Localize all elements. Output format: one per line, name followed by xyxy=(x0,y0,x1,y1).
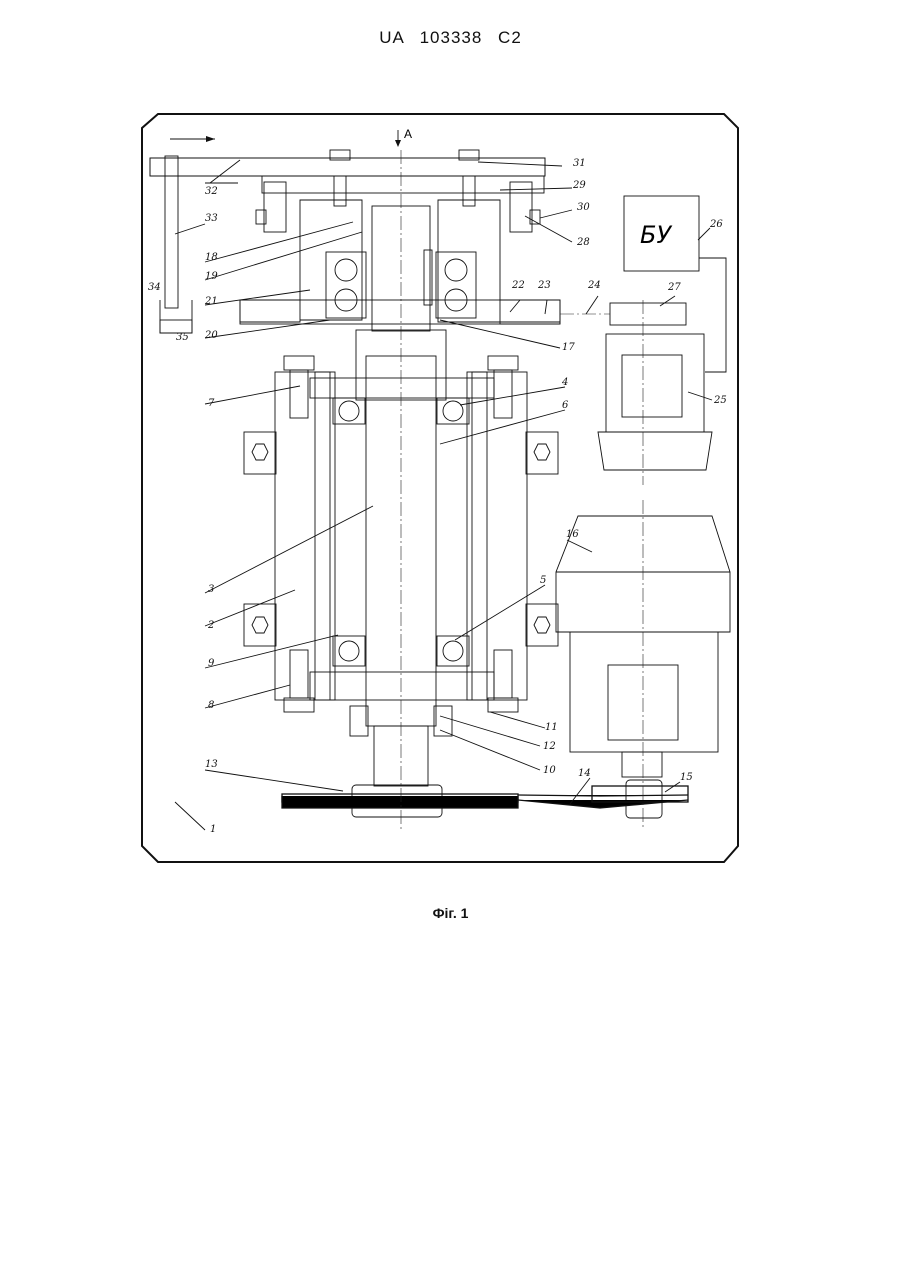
label-13: 13 xyxy=(205,759,218,770)
label-17: 17 xyxy=(562,342,575,353)
vertical-rod xyxy=(165,156,178,308)
belt-drive xyxy=(282,780,688,818)
label-29: 29 xyxy=(572,180,586,191)
label-20: 20 xyxy=(204,330,218,341)
label-10: 10 xyxy=(543,765,556,776)
label-4: 4 xyxy=(561,377,568,388)
label-24: 24 xyxy=(587,280,601,291)
label-11: 11 xyxy=(545,722,558,733)
beam-plate xyxy=(262,176,544,193)
label-30: 30 xyxy=(577,202,590,213)
label-21: 21 xyxy=(204,296,218,307)
label-5: 5 xyxy=(540,575,546,586)
motor-sprocket xyxy=(610,303,686,325)
top-cap xyxy=(310,378,494,398)
label-3: 3 xyxy=(208,584,214,595)
label-9: 9 xyxy=(208,658,215,669)
control-cable xyxy=(699,258,726,372)
figure-caption: Фіг. 1 xyxy=(0,905,901,921)
label-15: 15 xyxy=(680,772,693,783)
bottom-cap xyxy=(310,672,494,700)
seal xyxy=(350,706,368,736)
label-16: 16 xyxy=(566,529,579,540)
top-beam xyxy=(150,158,545,176)
label-28: 28 xyxy=(576,237,590,248)
label-6: 6 xyxy=(562,400,569,411)
sprocket-left xyxy=(500,300,560,324)
label-23: 23 xyxy=(537,280,551,291)
view-a-label: A xyxy=(404,127,412,141)
view-a-marker: A xyxy=(395,127,412,147)
label-2: 2 xyxy=(207,620,214,631)
label-14: 14 xyxy=(578,768,591,779)
part-labels: 32 33 34 35 18 19 21 20 7 3 2 9 8 13 1 3… xyxy=(148,158,727,835)
label-7: 7 xyxy=(208,398,215,409)
label-25: 25 xyxy=(713,395,727,406)
upper-motor xyxy=(598,334,712,470)
key xyxy=(424,250,432,305)
label-34: 34 xyxy=(148,282,161,293)
label-8: 8 xyxy=(208,700,214,711)
direction-arrow xyxy=(170,136,215,142)
label-19: 19 xyxy=(205,271,218,282)
top-bolts xyxy=(256,150,540,232)
label-26: 26 xyxy=(709,219,723,230)
label-32: 32 xyxy=(205,186,218,197)
upper-housing xyxy=(240,200,560,324)
label-18: 18 xyxy=(205,252,218,263)
control-unit-text: БУ xyxy=(640,221,672,249)
label-35: 35 xyxy=(176,332,189,343)
label-12: 12 xyxy=(543,741,556,752)
label-31: 31 xyxy=(573,158,586,169)
label-22: 22 xyxy=(511,280,525,291)
label-1: 1 xyxy=(210,824,216,835)
label-27: 27 xyxy=(667,282,681,293)
label-33: 33 xyxy=(205,213,218,224)
